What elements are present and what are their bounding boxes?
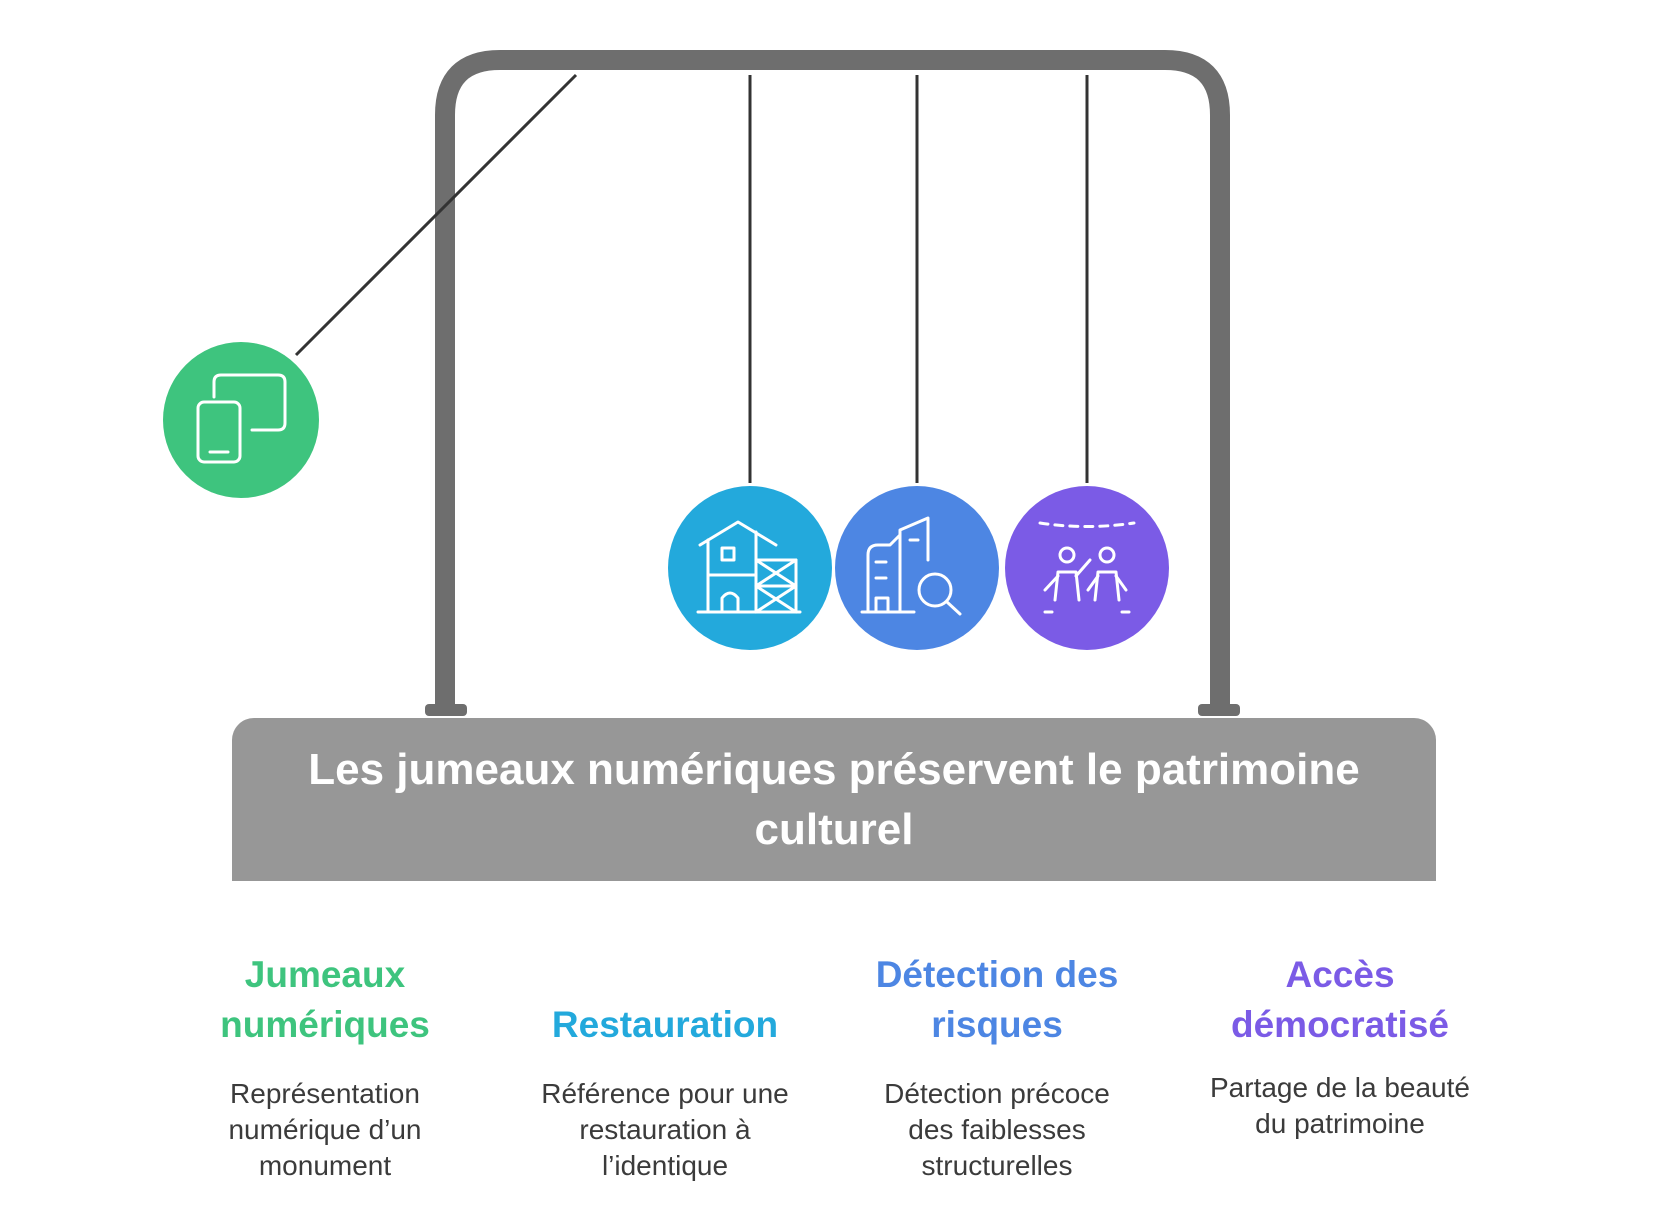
frame-foot-left: [425, 704, 467, 716]
item-heading: Accès démocratisé: [1231, 954, 1449, 1045]
cradle-frame: [435, 50, 1230, 705]
item-acces: Accès démocratisé Partage de la beauté d…: [1190, 950, 1490, 1142]
item-detection: Détection des risques Détection précoce …: [847, 950, 1147, 1184]
devices-icon: [196, 373, 287, 464]
item-heading: Restauration: [551, 1004, 779, 1045]
item-description: Détection précoce des faiblesses structu…: [884, 1078, 1110, 1181]
item-description: Partage de la beauté du patrimoine: [1210, 1072, 1470, 1139]
scaffold-house-icon: [696, 520, 802, 614]
ball-acces: [1005, 486, 1169, 650]
item-heading: Détection des risques: [875, 954, 1119, 1045]
ball-detection: [835, 486, 999, 650]
item-restauration: Restauration Référence pour une restaura…: [515, 950, 815, 1184]
item-description: Représentation numérique d’un monument: [228, 1078, 422, 1181]
page-title: Les jumeaux numériques préservent le pat…: [308, 744, 1360, 854]
string-1: [294, 73, 578, 357]
ball-restauration: [668, 486, 832, 650]
people-spotlight-icon: [1038, 521, 1136, 614]
newtons-cradle-graphic: [163, 50, 1240, 716]
ball-jumeaux: [163, 342, 319, 498]
item-jumeaux: Jumeaux numériques Représentation numéri…: [175, 950, 475, 1184]
title-base: Les jumeaux numériques préservent le pat…: [232, 718, 1436, 881]
item-description: Référence pour une restauration à l’iden…: [541, 1078, 789, 1181]
item-heading: Jumeaux numériques: [220, 954, 430, 1045]
frame-foot-right: [1198, 704, 1240, 716]
building-search-icon: [860, 516, 962, 616]
